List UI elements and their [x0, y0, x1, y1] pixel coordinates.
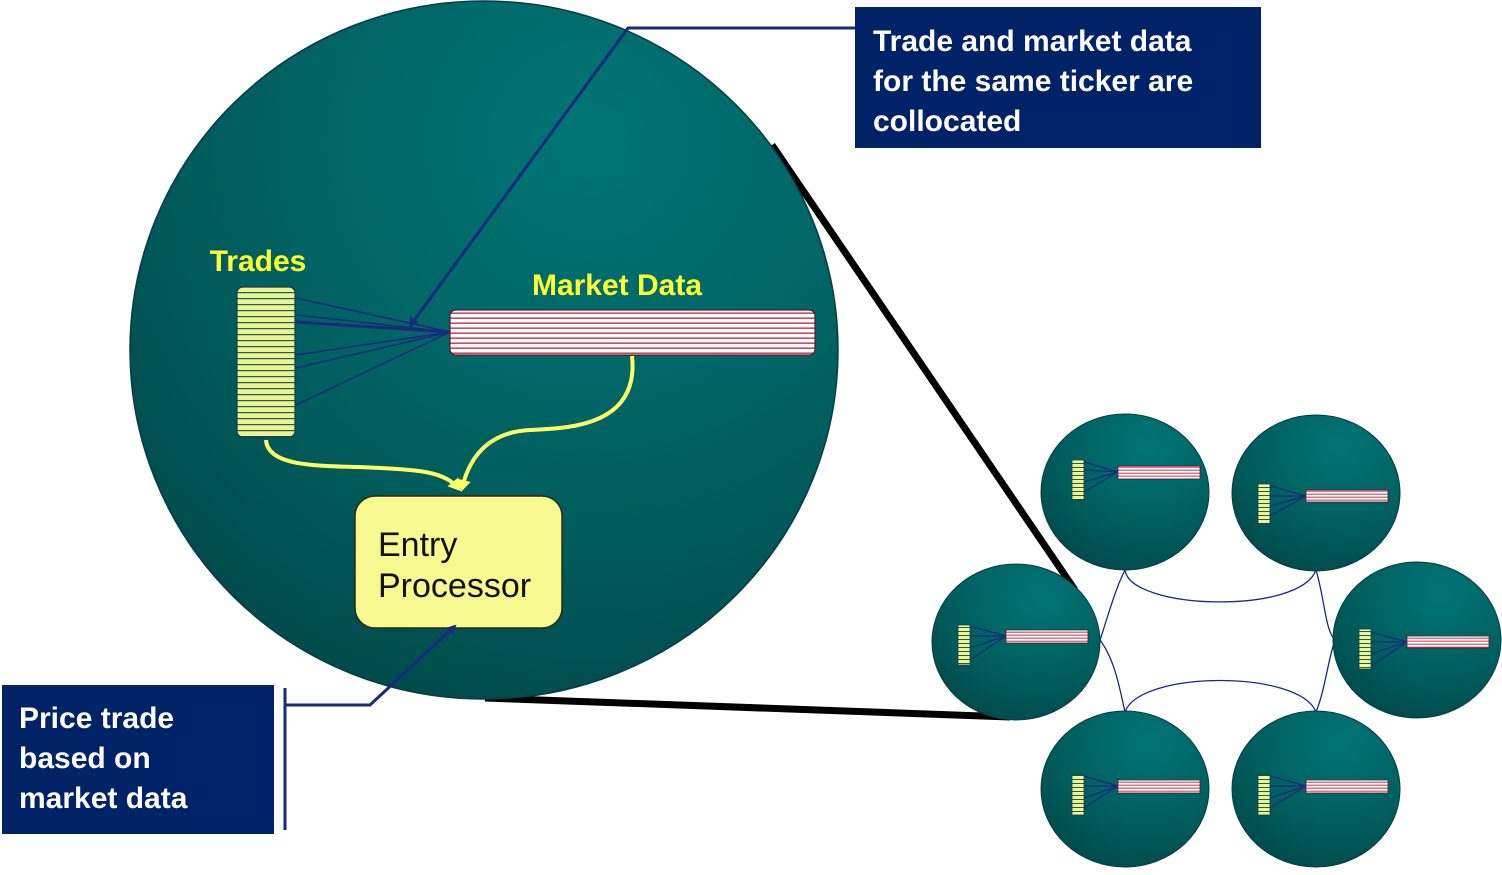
trades-to-processor-arrow: [264, 439, 461, 492]
partition-links: [295, 297, 451, 406]
pricing-leader-arrow: [285, 624, 457, 707]
trades-label: Trades: [210, 245, 307, 278]
cluster-links: [1099, 569, 1336, 713]
collocation-leader-arrow: [408, 26, 855, 328]
cluster-node-6: [1231, 710, 1401, 868]
pricing-callout: Price trade based on market data: [2, 685, 274, 834]
entry-processor-box: [354, 495, 563, 629]
cluster-node-5: [1040, 710, 1210, 868]
market-data-partition: [449, 309, 816, 356]
cluster-node-4: [1332, 561, 1502, 719]
collocation-callout: Trade and market data for the same ticke…: [855, 7, 1261, 148]
zoom-line-upper: [769, 143, 1078, 592]
cluster-node-3: [931, 563, 1101, 721]
trades-partition: [236, 286, 296, 438]
market-to-processor-arrow: [457, 355, 635, 492]
entry-processor-label-line2: Processor: [378, 567, 531, 605]
entry-processor-label-line1: Entry: [378, 526, 457, 564]
zoom-line-lower: [484, 694, 1011, 721]
cluster-node-1: [1040, 413, 1210, 571]
market-data-label: Market Data: [532, 269, 702, 302]
cluster-node-2: [1231, 414, 1401, 572]
